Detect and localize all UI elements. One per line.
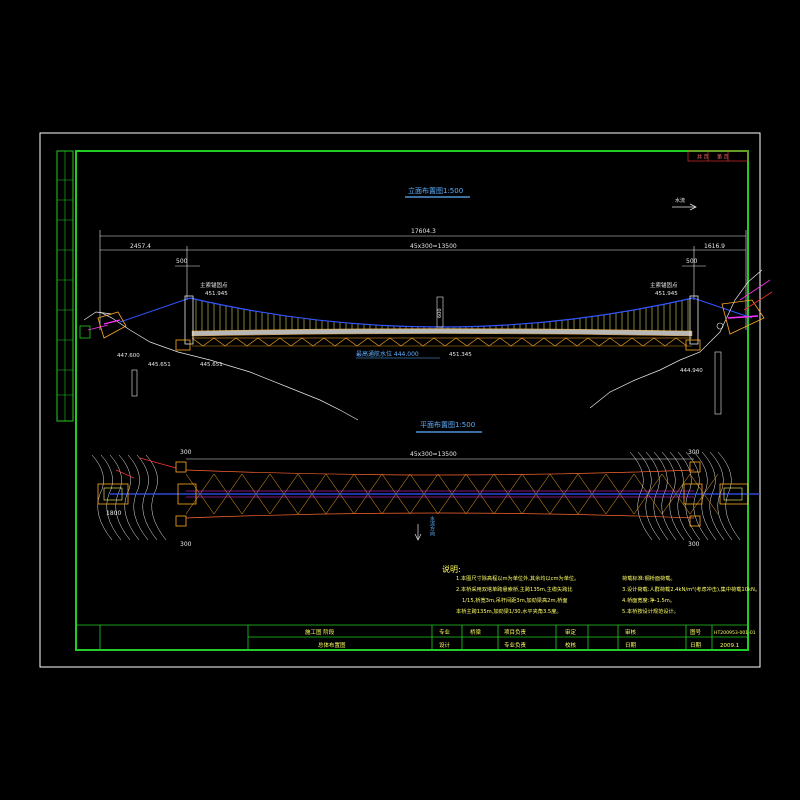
note-right-2: 3.设计荷载:人群荷载2.4kN/m²(考虑冲击),集中荷载10kN。 bbox=[622, 585, 760, 593]
contour bbox=[109, 454, 131, 541]
title-block-stage: 施工图 阶段 bbox=[305, 628, 335, 636]
left-elev-3: 445.651 bbox=[200, 362, 223, 368]
left-tower-width: 500 bbox=[176, 258, 188, 265]
binding-strip bbox=[56, 150, 74, 422]
contour bbox=[91, 454, 113, 541]
water-level: 最高通航水位 444.000 bbox=[356, 350, 419, 358]
plan-wind-cable-lower bbox=[185, 512, 695, 519]
contour bbox=[677, 451, 701, 541]
main-span-dim: 45x300=13500 bbox=[410, 243, 457, 250]
total-length-dim: 17604.3 bbox=[411, 228, 436, 235]
sheet-number: 第 页 bbox=[717, 154, 729, 161]
note-line-2: 2.本桥采用双塔单跨悬索桥,主跨135m,主缆矢跨比 bbox=[456, 585, 573, 593]
tb-date-label: 日期 bbox=[690, 642, 702, 649]
plan-wind-cable-upper bbox=[185, 469, 695, 476]
elevation-wind-cable bbox=[191, 337, 692, 347]
mid-elev: 451.345 bbox=[449, 352, 472, 358]
tb-cell-4: 审定 bbox=[565, 628, 577, 636]
top-right-block: 共 页 第 页 bbox=[687, 150, 749, 162]
contour bbox=[653, 451, 677, 541]
plan-left-abutment bbox=[97, 461, 197, 527]
tb-cell-3: 项目负责 bbox=[504, 628, 527, 636]
plan-dim-300-d: 300 bbox=[688, 541, 700, 548]
tb-cell-1: 专业 bbox=[439, 628, 451, 636]
left-anchorage bbox=[79, 311, 138, 397]
title-block bbox=[76, 624, 748, 650]
left-tower bbox=[175, 295, 194, 351]
contour bbox=[669, 451, 693, 541]
contour bbox=[145, 454, 167, 541]
access-road bbox=[139, 457, 177, 469]
note-right-3: 4.桥面宽度:净-1.5m。 bbox=[622, 596, 675, 604]
note-right-1: 荷载标准:钢桥面荷载。 bbox=[622, 574, 676, 582]
plan-flow-arrow-icon bbox=[414, 524, 422, 541]
outer-frame bbox=[39, 132, 761, 668]
bridge-deck bbox=[191, 328, 693, 337]
tb-cell-9: 日期 bbox=[625, 642, 637, 649]
plan-dim-300-a: 300 bbox=[180, 449, 192, 456]
drawing-border bbox=[75, 150, 749, 651]
flow-arrow-icon: 水流 bbox=[672, 197, 697, 211]
right-anchor-label: 主索锚固点 bbox=[650, 281, 678, 289]
back-stay-right bbox=[692, 297, 753, 319]
contour bbox=[685, 451, 709, 541]
elevation-title: 立面布置图1:500 bbox=[408, 186, 463, 195]
wind-cable-zigzag bbox=[191, 337, 688, 347]
dimension-lines bbox=[99, 230, 747, 330]
back-stay-left bbox=[119, 297, 191, 323]
right-span-dim: 1616.9 bbox=[704, 243, 725, 250]
contour bbox=[637, 451, 661, 541]
tb-cell-7: 专业负责 bbox=[504, 641, 527, 649]
note-line-1: 1.本图尺寸除高程以m为单位外,其余均以cm为单位。 bbox=[456, 574, 579, 582]
contour bbox=[127, 454, 149, 541]
plan-main-span: 45x300=13500 bbox=[410, 451, 457, 458]
contour bbox=[717, 451, 741, 541]
left-anchor-label: 主索锚固点 bbox=[200, 281, 228, 289]
tb-cell-8: 校核 bbox=[565, 641, 577, 649]
tb-cell-5: 审核 bbox=[625, 628, 637, 636]
svg-text:水流: 水流 bbox=[675, 197, 685, 204]
tb-cell-6: 设计 bbox=[439, 641, 451, 649]
tb-drawing-no-label: 图号 bbox=[690, 628, 702, 636]
svg-text:600: 600 bbox=[437, 308, 443, 318]
contour bbox=[693, 451, 717, 541]
plan-title: 平面布置图1:500 bbox=[420, 420, 475, 429]
right-anchorage bbox=[714, 279, 773, 415]
tb-date: 2009.1 bbox=[720, 643, 739, 649]
tb-drawing-number: HT200953-001-01 bbox=[714, 630, 756, 636]
right-tower bbox=[685, 295, 701, 351]
right-tower-width: 500 bbox=[686, 258, 698, 265]
contour bbox=[136, 454, 158, 541]
plan-flow-direction: 水流方向 bbox=[429, 515, 435, 536]
left-elev-1: 447.600 bbox=[117, 353, 140, 359]
left-span-dim: 2457.4 bbox=[130, 243, 151, 250]
terrain bbox=[83, 269, 763, 421]
note-line-4: 本桥主跨135m,加劲梁1/30,水平夹角3.5度。 bbox=[456, 607, 562, 615]
tb-cell-2: 桥梁 bbox=[470, 628, 482, 636]
contour bbox=[629, 451, 653, 541]
plan-dim-300-c: 300 bbox=[688, 449, 700, 456]
plan-right-abutment bbox=[683, 461, 749, 527]
sheet-total: 共 页 bbox=[697, 154, 709, 161]
note-right-4: 5.本桥按设计规范设计。 bbox=[622, 607, 679, 615]
note-line-3: 1/15,桥宽3m,吊杆间距3m,加劲梁高2m,桥面 bbox=[462, 596, 568, 604]
title-block-drawing-name: 总体布置图 bbox=[318, 641, 346, 649]
contour bbox=[709, 451, 733, 541]
contour bbox=[661, 451, 685, 541]
right-anchor-elev: 451.945 bbox=[655, 291, 678, 297]
plan-dim-1800: 1800 bbox=[106, 510, 121, 517]
left-anchor-elev: 451.945 bbox=[205, 291, 228, 297]
sag-marker: 600 bbox=[436, 296, 444, 328]
plan-dim-300-b: 300 bbox=[180, 541, 192, 548]
notes-heading: 说明: bbox=[442, 564, 461, 574]
contour bbox=[100, 454, 122, 541]
right-elev: 444.940 bbox=[680, 368, 703, 374]
access-road bbox=[115, 469, 135, 479]
left-elev-2: 445.651 bbox=[148, 362, 171, 368]
contour-lines bbox=[91, 451, 741, 541]
